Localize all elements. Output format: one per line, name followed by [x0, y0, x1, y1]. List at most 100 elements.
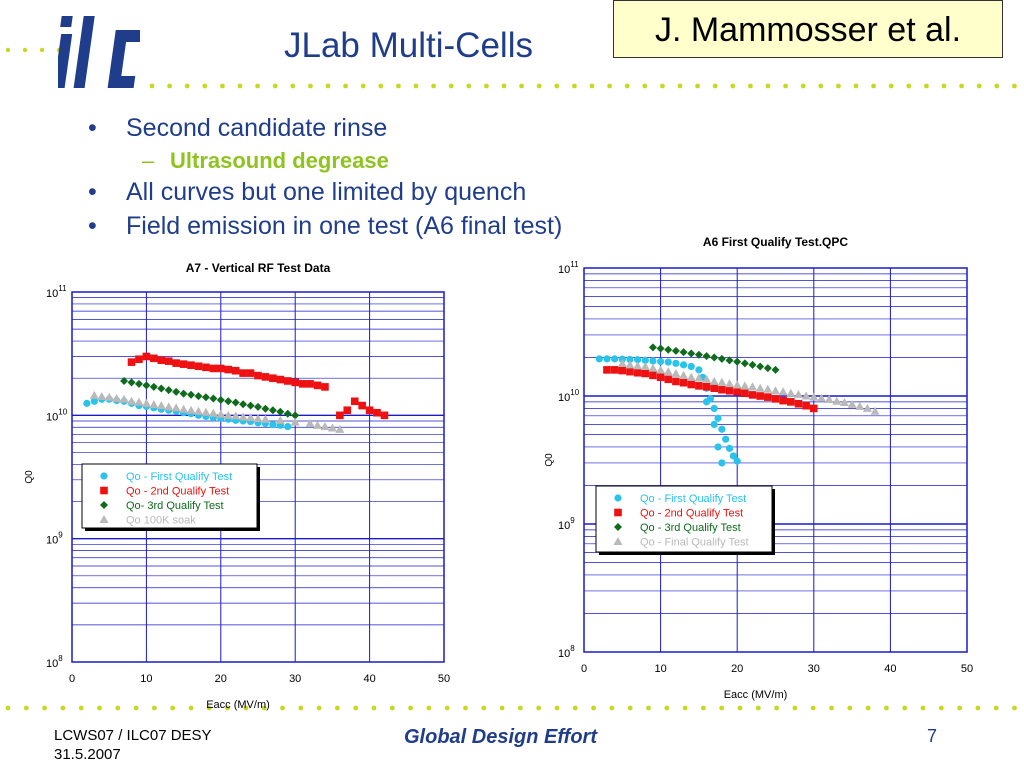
decor-dot [431, 83, 436, 89]
data-point-s3 [119, 394, 129, 403]
data-point-s1 [603, 366, 611, 374]
data-point-s3 [839, 397, 849, 406]
decor-dot [642, 83, 648, 89]
decor-dot [865, 705, 871, 711]
data-point-s2 [254, 402, 262, 411]
data-point-s3 [290, 417, 300, 426]
y-tick-label: 1011 [46, 284, 67, 300]
data-point-s1 [641, 369, 650, 378]
decor-dot [755, 705, 761, 711]
footer-date: 31.5.2007 [54, 746, 121, 763]
data-point-s2 [756, 362, 765, 371]
decor-dot [316, 705, 322, 711]
data-point-s1 [756, 392, 764, 400]
data-point-s2 [201, 393, 210, 402]
legend-box [81, 463, 258, 529]
data-point-s1 [718, 385, 726, 394]
data-point-s0 [611, 355, 619, 363]
data-point-s0 [729, 452, 737, 460]
data-point-s1 [321, 383, 329, 391]
data-point-s0 [702, 398, 711, 406]
decor-dot [518, 705, 523, 711]
decor-dot [115, 705, 121, 711]
data-point-s3 [171, 403, 181, 412]
data-point-s2 [276, 407, 285, 416]
bullet-1: • Second candidate rinse [88, 114, 387, 143]
author-box: J. Mammosser et al. [613, 0, 1003, 58]
decor-dot [481, 705, 487, 711]
data-point-s0 [733, 457, 741, 465]
data-point-s1 [224, 365, 233, 374]
x-axis-label: Eacc (MV/m) [206, 699, 270, 711]
decor-dot [133, 705, 139, 711]
data-point-s3 [335, 424, 345, 433]
data-point-s3 [671, 368, 681, 377]
data-point-s3 [89, 390, 99, 399]
data-point-s0 [626, 355, 634, 364]
bullet-3: • Field emission in one test (A6 final t… [88, 212, 562, 241]
data-point-s3 [617, 358, 627, 367]
decor-dot [255, 83, 260, 89]
legend-label: Qo- 3rd Qualify Test [126, 500, 224, 512]
data-point-s3 [625, 360, 635, 369]
data-point-s3 [663, 367, 673, 376]
data-point-s1 [771, 395, 780, 403]
data-point-s1 [172, 359, 180, 367]
data-point-s2 [209, 394, 218, 403]
data-point-s3 [633, 361, 643, 370]
decor-dot [97, 705, 102, 711]
data-point-s3 [141, 398, 151, 407]
x-tick-label: 10 [140, 673, 152, 685]
decor-dot [396, 83, 401, 89]
data-point-s3 [149, 400, 159, 409]
data-point-s1 [802, 401, 810, 410]
decor-dot [871, 83, 876, 89]
data-point-s2 [687, 349, 696, 358]
decor-dot [202, 83, 208, 89]
data-point-s3 [97, 392, 107, 401]
y-axis-label: Q0 [544, 453, 555, 467]
data-point-s1 [231, 366, 240, 375]
data-point-s2 [164, 386, 173, 395]
data-point-s3 [702, 374, 712, 383]
decor-dot [78, 705, 84, 711]
decor-dot [5, 47, 11, 53]
decor-dot [701, 705, 706, 711]
data-point-s0 [722, 435, 730, 443]
data-point-s0 [710, 404, 718, 413]
data-point-s1 [365, 406, 374, 415]
data-point-s3 [748, 382, 758, 391]
decor-dot [682, 705, 688, 711]
decor-dot [572, 705, 578, 711]
data-point-s1 [702, 382, 711, 391]
data-point-s1 [187, 361, 195, 369]
legend-label: Qo - 2nd Qualify Test [126, 486, 229, 498]
data-point-s1 [283, 377, 292, 385]
data-point-s0 [284, 423, 292, 431]
decor-dot [847, 705, 853, 711]
data-point-s3 [656, 365, 666, 374]
data-point-s1 [610, 366, 619, 374]
footer-conference-name: LCWS07 / ILC07 DESY [54, 727, 212, 744]
data-point-s3 [260, 414, 270, 423]
decor-dot [719, 705, 725, 711]
data-point-s3 [725, 379, 735, 388]
decor-dot [184, 83, 190, 89]
data-point-s1 [179, 360, 188, 368]
data-point-s2 [142, 381, 151, 390]
decor-dot [800, 83, 806, 89]
data-point-s3 [870, 406, 880, 415]
bottom-dot-line [5, 705, 1017, 711]
data-point-s2 [187, 390, 196, 399]
decor-dot [902, 705, 908, 711]
data-point-s1 [142, 352, 151, 361]
data-point-s2 [291, 411, 300, 420]
bullet-1-sub-text: Ultrasound degrease [170, 148, 389, 173]
decor-dot [298, 705, 304, 711]
decor-dot [888, 83, 894, 89]
decor-dot [748, 83, 753, 89]
data-point-s1 [164, 357, 173, 365]
data-point-s1 [649, 371, 657, 380]
